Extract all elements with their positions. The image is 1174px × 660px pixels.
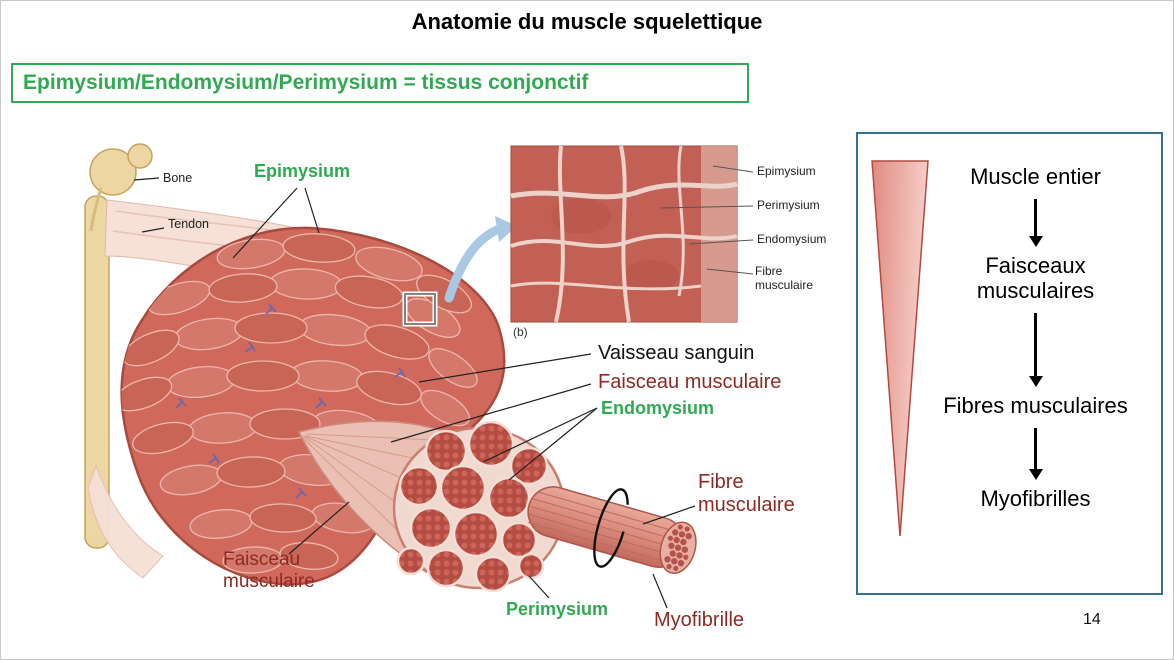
histology-micrograph [510,145,754,323]
myofibrille-label: Myofibrille [654,609,745,631]
tendon-label: Tendon [168,217,210,231]
vaisseau-sanguin-label: Vaisseau sanguin [598,342,755,364]
faisceau-musculaire-label-right: Faisceau musculaire [598,371,782,393]
endomysium-label: Endomysium [601,398,715,418]
histology-perimysium-label: Perimysium [757,198,820,212]
down-arrow-icon [1034,199,1037,240]
hierarchy-level-muscle-entier: Muscle entier [970,164,1101,189]
down-arrow-icon [1034,428,1037,473]
histology-endomysium-label: Endomysium [757,232,827,246]
muscle-fibre [527,486,697,574]
muscle-anatomy-illustration [84,143,754,609]
page-number: 14 [1083,611,1101,628]
fibre-annotation-arc [593,488,629,568]
hierarchy-level-faisceaux: Faisceaux musculaires [976,253,1095,304]
hierarchy-level-myofibrilles: Myofibrilles [980,486,1091,512]
zoom-region-box [402,291,438,327]
faisceau-musculaire-label-left: Faisceau musculaire [223,549,315,592]
hierarchy-levels: Muscle entier Faisceaux musculaires Fibr… [916,134,1155,593]
down-arrow-icon [1034,313,1037,380]
page-title: Anatomie du muscle squelettique [411,9,763,34]
histology-epimysium-label: Epimysium [757,164,816,178]
epimysium-label: Epimysium [254,161,351,181]
fascicle-cross-section [392,420,566,593]
label-pointer-lines [133,177,696,609]
hierarchy-panel: Muscle entier Faisceaux musculaires Fibr… [856,132,1163,595]
zoom-arrow-icon [444,216,517,303]
histology-fibre-musculaire-label: Fibre musculaire [755,264,814,292]
histology-caption: (b) [513,325,528,339]
scale-triangle-icon [868,158,938,543]
myofibril-end-cap [659,521,697,574]
bone-label: Bone [163,171,193,185]
hierarchy-level-fibres: Fibres musculaires [943,393,1128,419]
bone-illustration [84,143,153,549]
fibre-musculaire-label: Fibre musculaire [698,471,795,516]
connective-tissue-banner: Epimysium/Endomysium/Perimysium = tissus… [11,63,749,103]
histology-pointer-lines [660,165,754,275]
perimysium-label: Perimysium [506,599,609,619]
